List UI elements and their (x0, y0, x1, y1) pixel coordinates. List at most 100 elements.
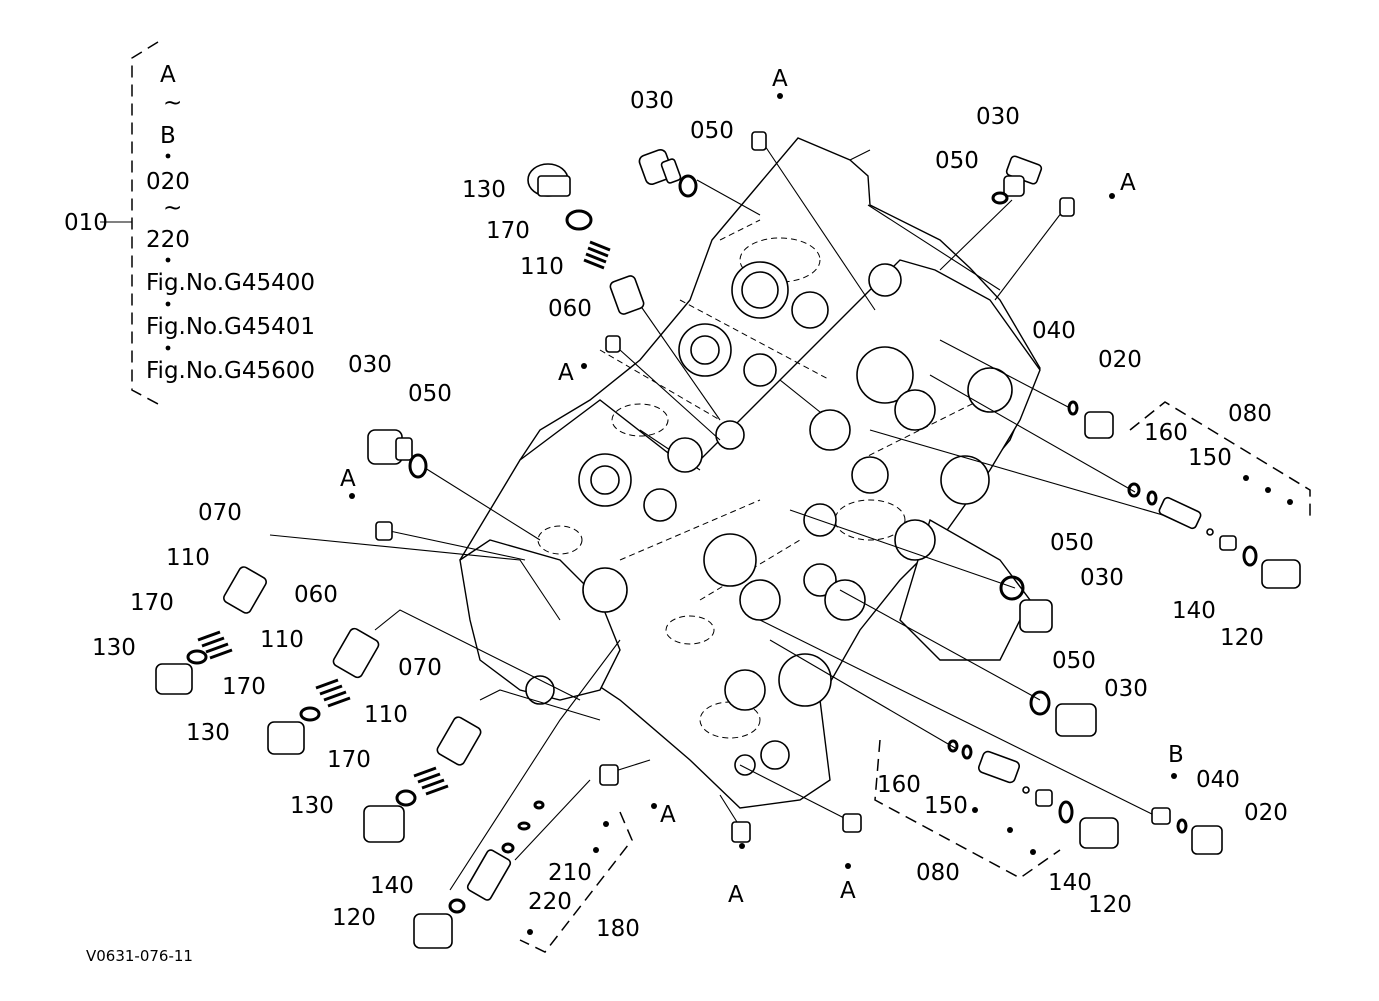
callout-030-top-right: 030 (976, 104, 1020, 130)
valve-070-upper (223, 566, 267, 614)
oring-170-top (565, 209, 593, 231)
plug-030-right-mid (1019, 599, 1053, 633)
callout-150-right: 150 (1188, 445, 1232, 471)
callout-160-lower: 160 (877, 772, 921, 798)
callout-020-right: 020 (1098, 347, 1142, 373)
plug-120-bottom (413, 913, 453, 949)
callout-120-bottom: 120 (332, 905, 376, 931)
seat-080-right (1219, 535, 1237, 551)
callout-110-upper: 110 (166, 545, 210, 571)
poppet-080-right (1158, 496, 1202, 530)
callout-130-upper: 130 (92, 635, 136, 661)
callout-030-left: 030 (348, 352, 392, 378)
callout-210: 210 (548, 860, 592, 886)
bolt-a-bottom-3 (842, 813, 862, 833)
bolt-a-top (751, 131, 767, 151)
callout-140-right: 140 (1172, 598, 1216, 624)
bracket-item-fig-g45400: Fig.No.G45400 (146, 270, 315, 296)
spring-110-upper (197, 630, 233, 660)
oring-140-lower (1058, 800, 1074, 824)
callout-010: 010 (64, 210, 108, 236)
ring-150-right (1146, 490, 1158, 506)
bracket-item-220: 220 (146, 227, 190, 253)
callout-180: 180 (596, 916, 640, 942)
bracket-080-right (1129, 401, 1311, 520)
ball-080-right (1206, 528, 1214, 536)
callout-040-right: 040 (1032, 318, 1076, 344)
callout-160-right: 160 (1144, 420, 1188, 446)
ring-220 (501, 842, 515, 854)
callout-a-bottom-3: A (840, 878, 856, 904)
oring-050-left (408, 453, 428, 479)
spring-110-top (583, 240, 611, 270)
callout-120-lower: 120 (1088, 892, 1132, 918)
callout-080-lower: 080 (916, 860, 960, 886)
bracket-item-tilde-2: ~ (163, 195, 182, 221)
callout-130-lower: 130 (290, 793, 334, 819)
callout-170-lower: 170 (327, 747, 371, 773)
bolt-a-left (375, 521, 393, 541)
bracket-item-020: 020 (146, 169, 190, 195)
bracket-item-fig-g45600: Fig.No.G45600 (146, 358, 315, 384)
plug-020-lower (1191, 825, 1223, 855)
oring-170-lower (395, 789, 417, 807)
callout-130-top: 130 (462, 177, 506, 203)
plug-130-upper (155, 663, 193, 695)
callout-050-right-low: 050 (1052, 648, 1096, 674)
plug-030-left (367, 429, 413, 465)
callout-110-mid: 110 (260, 627, 304, 653)
callout-110-lower: 110 (364, 702, 408, 728)
callout-170-upper: 170 (130, 590, 174, 616)
callout-a-top: A (772, 66, 788, 92)
bracket-010-text: 010 A ~ B 020 ~ 220 Fig.No.G45400 Fig.No… (64, 62, 315, 384)
callout-220: 220 (528, 889, 572, 915)
ball-080-lower (1022, 786, 1030, 794)
callout-040-lower: 040 (1196, 767, 1240, 793)
callout-170-mid: 170 (222, 674, 266, 700)
callouts: 030 050 A 030 050 A 130 170 110 060 A 04… (92, 66, 1288, 942)
oring-050-right-low (1029, 690, 1051, 716)
plug-120-right (1261, 559, 1301, 589)
ring-180-1 (533, 800, 545, 810)
oring-140-right (1242, 545, 1258, 567)
callout-130-mid: 130 (186, 720, 230, 746)
callout-050-top: 050 (690, 118, 734, 144)
callout-030-right-mid: 030 (1080, 565, 1124, 591)
plug-130-lower (363, 805, 405, 843)
callout-a-bottom-1: A (660, 802, 676, 828)
drawing-code: V0631-076-11 (86, 947, 193, 965)
valve-body-hidden-lines (537, 219, 981, 739)
valve-body-ports (525, 261, 1013, 776)
valve-070-lower (436, 716, 482, 766)
callout-050-top-right: 050 (935, 148, 979, 174)
bracket-item-a: A (160, 62, 176, 88)
bolt-a-top-right (1059, 197, 1075, 217)
callout-a-bottom-2: A (728, 882, 744, 908)
oring-050-top-right (991, 191, 1009, 205)
callout-070-lower: 070 (398, 655, 442, 681)
oring-170-mid (299, 706, 321, 722)
bolt-a-mid (605, 335, 621, 353)
plug-030-top-right (1003, 155, 1043, 197)
callout-070-upper: 070 (198, 500, 242, 526)
valve-060-top (609, 275, 645, 315)
poppet-180 (466, 849, 512, 901)
seat-080-lower (1035, 789, 1053, 807)
callout-a-left: A (340, 466, 356, 492)
ring-160-right (1127, 482, 1141, 498)
plug-130-top (527, 163, 571, 197)
bolt-b (1151, 807, 1171, 825)
valve-body-right-plate (899, 518, 1031, 661)
spring-110-lower (413, 766, 449, 796)
bracket-item-fig-g45401: Fig.No.G45401 (146, 314, 315, 340)
callout-060-top: 060 (548, 296, 592, 322)
callout-020-lower: 020 (1244, 800, 1288, 826)
callout-140-lower: 140 (1048, 870, 1092, 896)
reference-dots (349, 93, 1293, 935)
callout-170-top: 170 (486, 218, 530, 244)
ring-210 (517, 821, 531, 831)
callout-110-top: 110 (520, 254, 564, 280)
bracket-080-lower (874, 739, 1061, 879)
callout-a-mid: A (558, 360, 574, 386)
